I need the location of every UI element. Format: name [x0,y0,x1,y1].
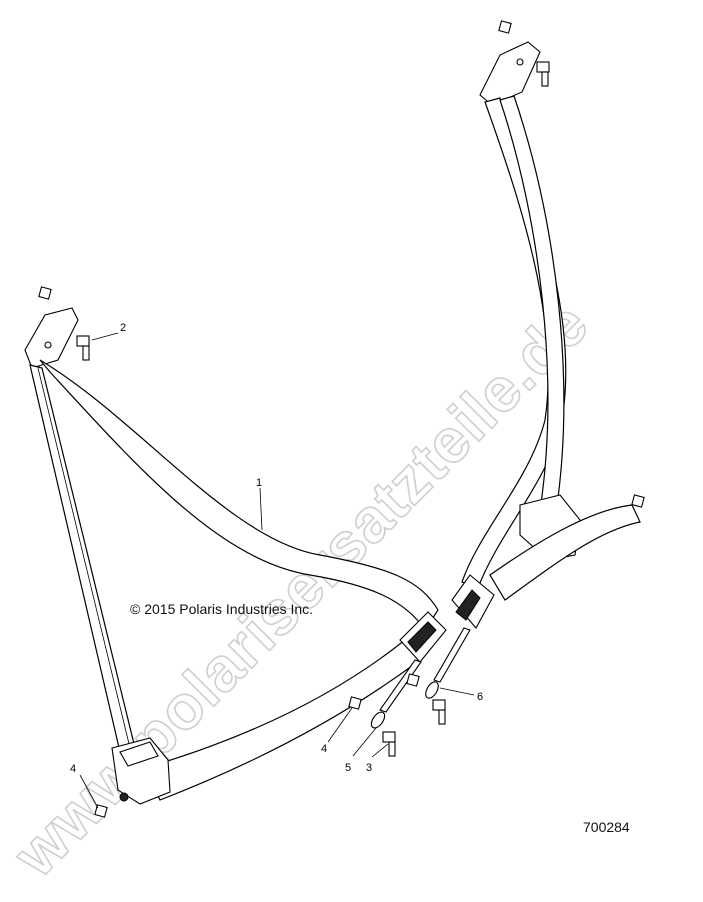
callout-6: 6 [477,691,483,703]
diagram-part-number: 700284 [583,819,630,835]
right-upper-anchor-plate [479,41,541,106]
nut-item-4-center [348,696,362,710]
cable-eyelet-6 [425,681,439,699]
callout-4-left: 4 [70,763,76,775]
callout-4-center: 4 [321,743,327,755]
left-retractor-bolt [119,792,129,802]
callout-1: 1 [256,477,262,489]
bolt-center-right [432,699,446,725]
callout-2: 2 [120,322,126,334]
left-upper-anchor-plate [24,307,79,369]
callout-5: 5 [345,762,351,774]
hardware [38,20,645,818]
nut-item-4-left [94,804,108,818]
copyright-text: © 2015 Polaris Industries Inc. [130,601,313,617]
nut-buckle [406,673,420,687]
bolt-item-2 [76,335,90,361]
left-anchor-hole [44,341,52,349]
right-belt-assembly [425,41,641,699]
right-buckle-cable [433,627,471,683]
nut-upper-right [498,20,512,34]
cable-eyelet-5 [370,711,386,729]
right-lap-webbing [489,504,641,601]
nut-upper-left [38,286,52,300]
left-buckle-cable [370,659,422,729]
callout-3: 3 [366,762,372,774]
nut-right-lap [631,494,645,508]
bolt-upper-right [536,61,550,87]
leader-lines [79,332,475,809]
right-anchor-hole [516,58,524,66]
bolt-item-3 [382,731,396,757]
left-belt-assembly [24,307,447,805]
